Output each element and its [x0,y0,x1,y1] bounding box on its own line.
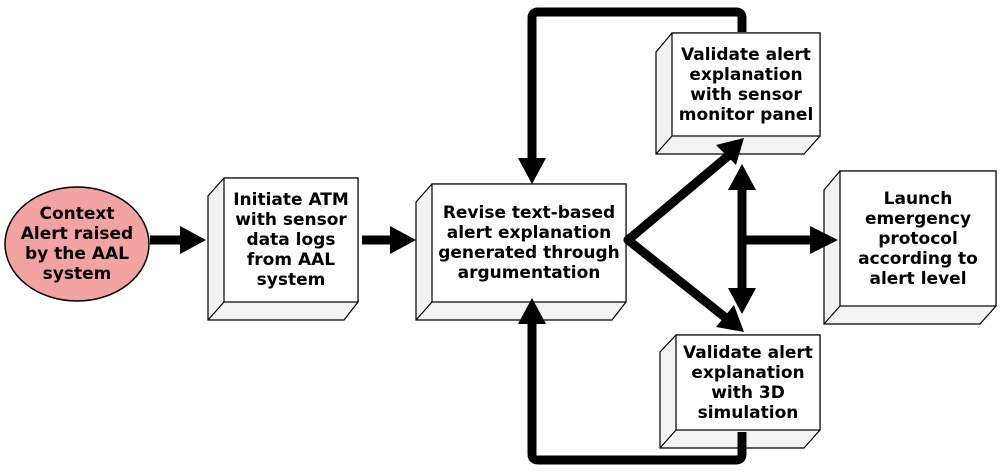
validate-panel-node-label: Validate alert explanation with sensor m… [672,33,820,136]
launch-node-label: Launch emergency protocol according to a… [840,171,996,306]
context-line-3: by the AAL [25,244,129,264]
validate-3d-line-3: with 3D [711,382,785,403]
context-node-ellipse [4,186,150,302]
arrow-revise-to-validate-3d [623,235,744,332]
revise-node-label: Revise text-based alert explanation gene… [432,184,626,302]
initiate-line-5: system [256,270,326,290]
validate-3d-line-2: explanation [691,362,805,383]
initiate-line-1: Initiate ATM [233,190,349,210]
initiate-node-box [207,177,359,321]
revise-line-2: alert explanation [446,223,612,243]
validate-3d-line-1: Validate alert [683,342,813,363]
launch-line-5: alert level [869,268,967,289]
validate-3d-node-box [659,334,821,449]
top-feedback-loop-arrow [518,7,747,184]
validate-panel-line-2: explanation [689,64,803,85]
context-line-2: Alert raised [20,224,134,244]
arrow-initiate-to-revise [362,226,416,254]
arrow-to-launch [746,226,838,254]
revise-line-3: generated through [438,243,620,263]
context-node-label: Context Alert raised by the AAL system [6,192,148,296]
context-line-1: Context [39,204,115,224]
validate-panel-node-box [655,32,821,155]
bottom-feedback-loop-arrow [518,298,747,465]
validate-panel-line-4: monitor panel [678,104,814,125]
launch-line-3: protocol [878,228,958,249]
initiate-node-label: Initiate ATM with sensor data logs from … [224,178,358,302]
validate-panel-line-3: with sensor [690,84,802,105]
launch-line-1: Launch [883,188,953,209]
revise-node-box [415,183,627,321]
revise-line-1: Revise text-based [442,203,616,223]
revise-line-4: argumentation [457,263,601,283]
initiate-line-4: from AAL [246,250,336,270]
launch-line-2: emergency [864,208,972,229]
validate-3d-line-4: simulation [697,402,799,423]
initiate-line-3: data logs [246,230,336,250]
initiate-line-2: with sensor [235,210,347,230]
arrow-validate-bidirectional [728,164,756,314]
arrow-context-to-initiate [150,226,206,254]
launch-node-box [823,170,997,325]
context-line-4: system [42,264,112,284]
arrow-revise-to-validate-panel [623,138,744,245]
validate-3d-node-label: Validate alert explanation with 3D simul… [676,335,820,430]
launch-line-4: according to [858,248,978,269]
validate-panel-line-1: Validate alert [681,44,811,65]
